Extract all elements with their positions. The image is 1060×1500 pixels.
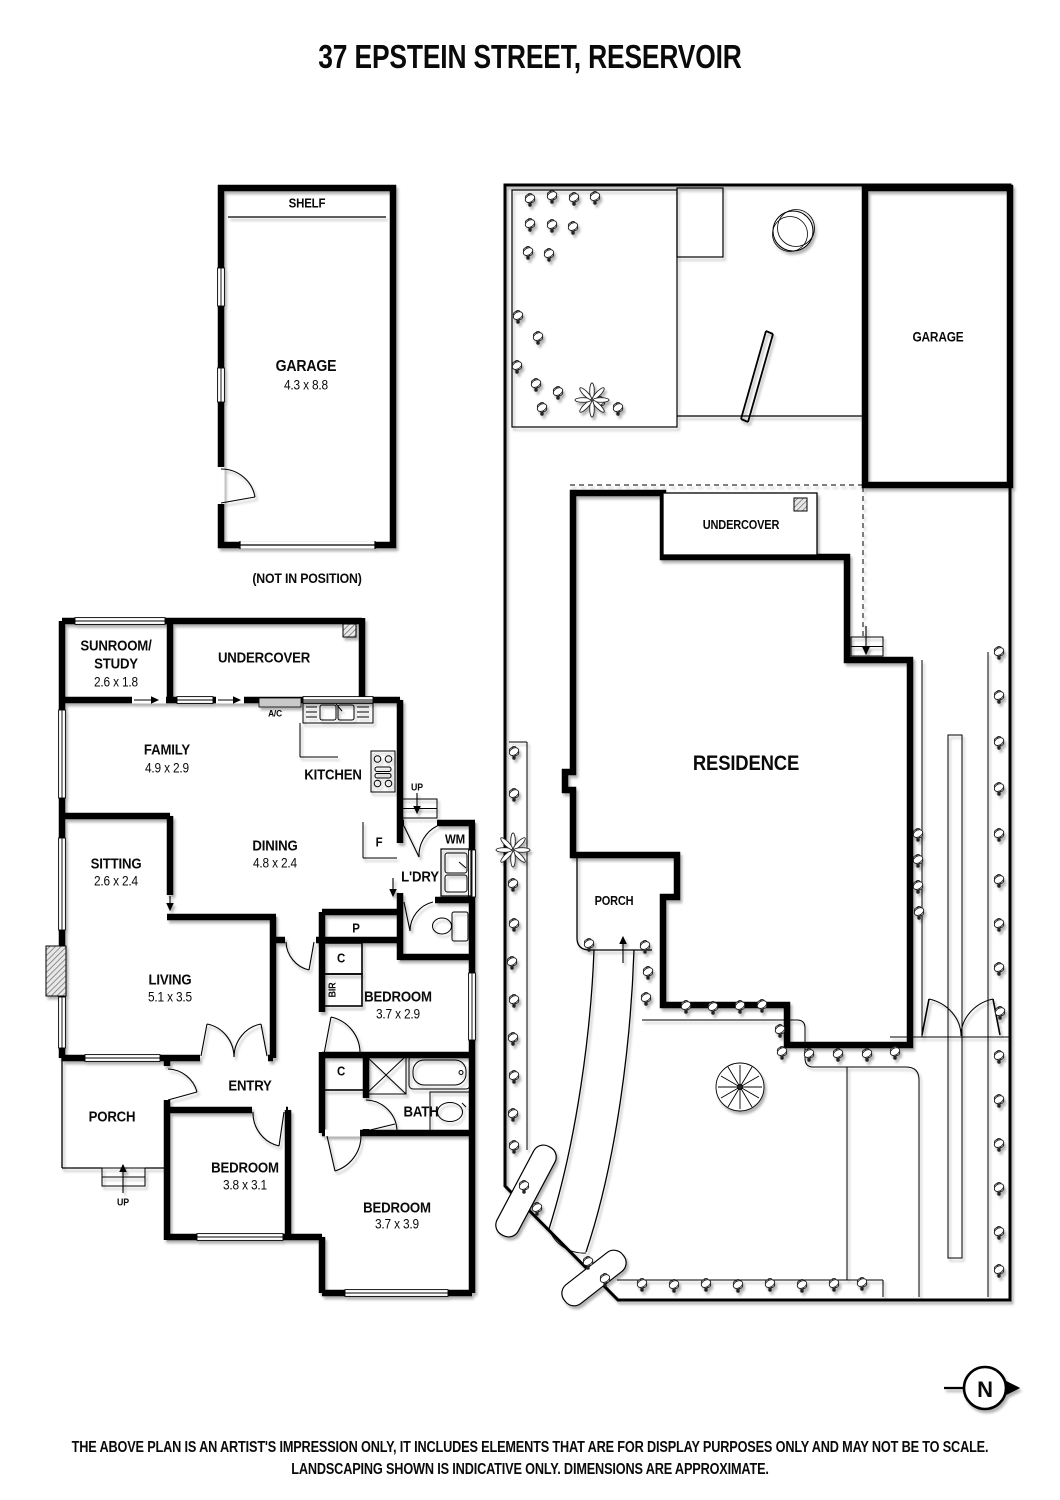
family-label: FAMILY <box>143 741 191 759</box>
sunroom-label-line2: STUDY <box>94 655 138 673</box>
bedroom-left-dims: 3.8 x 3.1 <box>223 1177 267 1193</box>
laundry-label: L'DRY <box>401 868 439 886</box>
not-in-position-note: (NOT IN POSITION) <box>252 570 362 586</box>
up-label-porch: UP <box>117 1197 129 1209</box>
wm-label: WM <box>445 831 465 847</box>
sunroom-dims: 2.6 x 1.8 <box>94 674 138 690</box>
living-dims: 5.1 x 3.5 <box>148 989 192 1005</box>
ac-label: A/C <box>268 708 282 720</box>
north-label: N <box>977 1377 993 1402</box>
undercover-post <box>342 623 357 638</box>
dining-dims: 4.8 x 2.4 <box>253 855 297 871</box>
garage-label-site: GARAGE <box>912 329 964 345</box>
bir-label: BIR <box>327 982 339 998</box>
door-swings <box>167 825 438 1172</box>
family-dims: 4.9 x 2.9 <box>145 760 189 776</box>
undercover-label-floorplan: UNDERCOVER <box>217 649 311 667</box>
fireplace <box>45 945 67 997</box>
detached-garage-label: GARAGE <box>275 358 337 375</box>
kitchen-label: KITCHEN <box>304 766 362 784</box>
north-arrow-icon <box>944 1365 1021 1411</box>
fridge-label: F <box>375 834 383 850</box>
house-windows <box>58 617 476 1297</box>
porch-label-floorplan: PORCH <box>88 1108 136 1126</box>
detached-garage-drawing <box>217 184 397 549</box>
disclaimer-line2: LANDSCAPING SHOWN IS INDICATIVE ONLY. DI… <box>291 1461 769 1478</box>
flow-arrows <box>119 696 421 1193</box>
bedroom-bottom-label: BEDROOM <box>363 1199 431 1217</box>
undercover-label-site: UNDERCOVER <box>702 518 780 532</box>
shelf-label: SHELF <box>288 195 326 211</box>
entry-label: ENTRY <box>228 1077 272 1095</box>
site-plan <box>495 183 1014 1307</box>
detached-garage-dims: 4.3 x 8.8 <box>284 377 328 393</box>
bedroom-mid-dims: 3.7 x 2.9 <box>376 1006 420 1022</box>
pantry-label: P <box>352 920 360 936</box>
bath-cupboard-label: C <box>336 1063 346 1079</box>
up-label-kitchen: UP <box>411 782 423 794</box>
dining-label: DINING <box>252 837 298 855</box>
sitting-label: SITTING <box>90 855 142 873</box>
bedroom-left-label: BEDROOM <box>211 1159 279 1177</box>
fixtures <box>61 697 472 1187</box>
residence-label: RESIDENCE <box>692 752 800 775</box>
sunroom-label-line1: SUNROOM/ <box>80 637 152 655</box>
disclaimer-line1: THE ABOVE PLAN IS AN ARTIST'S IMPRESSION… <box>71 1439 989 1456</box>
porch-label-site: PORCH <box>594 894 634 908</box>
bedroom-bottom-dims: 3.7 x 3.9 <box>375 1216 419 1232</box>
living-label: LIVING <box>148 971 192 989</box>
bedroom-mid-label: BEDROOM <box>364 988 432 1006</box>
page-title: 37 EPSTEIN STREET, RESERVOIR <box>318 38 742 75</box>
sitting-dims: 2.6 x 2.4 <box>94 873 138 889</box>
cupboard-label: C <box>336 950 346 966</box>
bath-label: BATH <box>403 1103 439 1121</box>
